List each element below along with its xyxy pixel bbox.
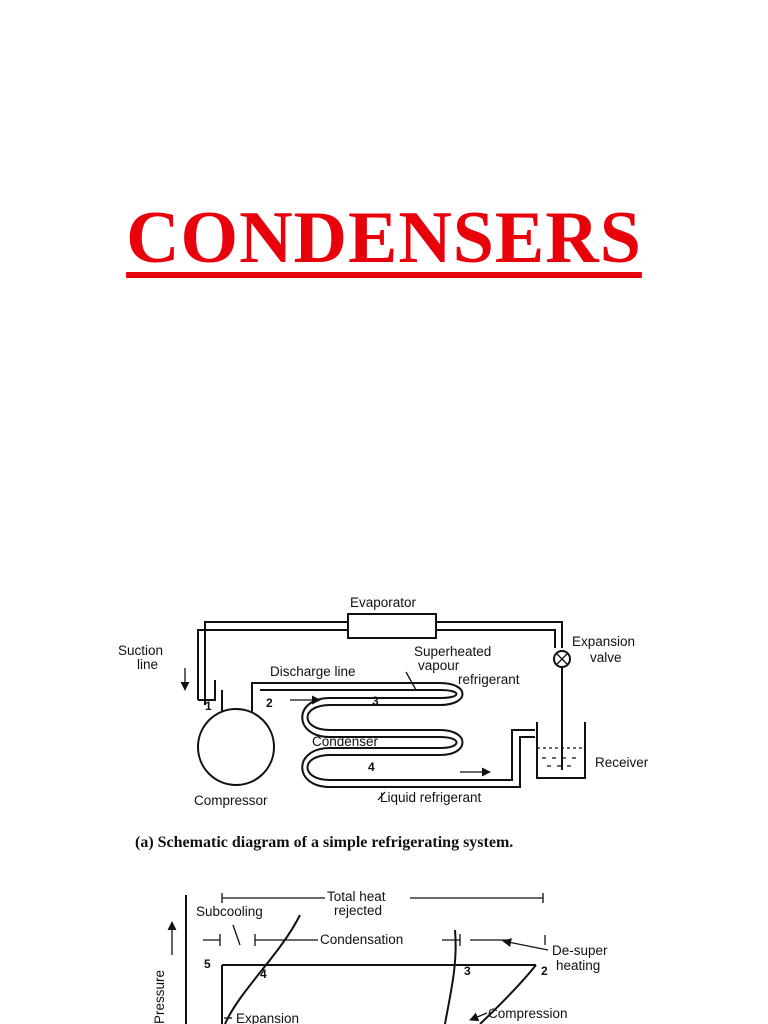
point-2: 2 <box>266 696 273 710</box>
total-heat-label: Total heat <box>327 889 386 904</box>
liquid-refrigerant-label: Liquid refrigerant <box>380 790 482 805</box>
superheated-label: Superheated <box>414 644 491 659</box>
de-super-heating-label: De-super <box>552 943 608 958</box>
pressure-enthalpy-diagram: Pressure Total heat rejected Subcooling … <box>152 889 608 1024</box>
compressor-label: Compressor <box>194 793 268 808</box>
suction-line-label: Suction <box>118 643 163 658</box>
expansion-valve-label: Expansion <box>572 634 635 649</box>
expansion-label: Expansion <box>236 1011 299 1024</box>
evaporator-box <box>347 613 437 639</box>
compression-label: Compression <box>488 1006 568 1021</box>
schematic-diagram: Evaporator Suction line Discharge line S… <box>118 595 649 851</box>
ph-point-5: 5 <box>204 957 211 971</box>
total-heat-label-2: rejected <box>334 903 382 918</box>
condenser-label: Condenser <box>312 734 379 749</box>
ph-point-3: 3 <box>464 964 471 978</box>
receiver-tank <box>536 722 586 779</box>
pressure-axis-label: Pressure <box>152 970 167 1024</box>
evaporator-label: Evaporator <box>350 595 417 610</box>
condensation-label: Condensation <box>320 932 403 947</box>
point-4: 4 <box>368 760 375 774</box>
superheated-label-3: refrigerant <box>458 672 520 687</box>
superheated-label-2: vapour <box>418 658 460 673</box>
compressor-icon <box>197 680 275 786</box>
page-title: CONDENSERS <box>126 197 642 279</box>
receiver-label: Receiver <box>595 755 649 770</box>
point-1: 1 <box>205 699 212 713</box>
de-super-heating-label-2: heating <box>556 958 600 973</box>
ph-point-4: 4 <box>260 967 267 981</box>
subcooling-label: Subcooling <box>196 904 263 919</box>
suction-line-label-2: line <box>137 657 158 672</box>
expansion-valve-label-2: valve <box>590 650 622 665</box>
expansion-valve-icon <box>553 650 571 668</box>
schematic-caption: (a) Schematic diagram of a simple refrig… <box>135 834 513 851</box>
suction-pipe <box>204 621 563 722</box>
discharge-line-label: Discharge line <box>270 664 356 679</box>
ph-point-2: 2 <box>541 964 548 978</box>
point-3: 3 <box>372 694 379 708</box>
